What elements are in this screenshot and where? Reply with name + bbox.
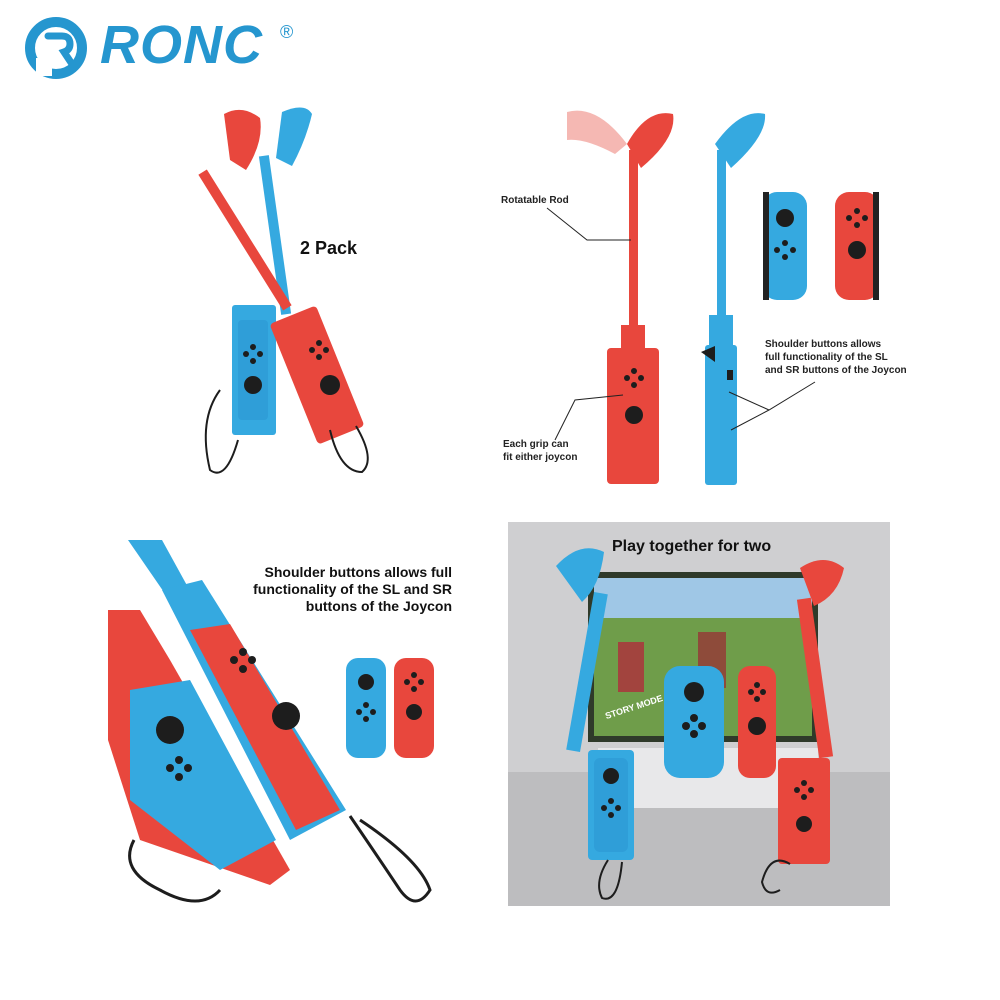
rotatable-club-diagram bbox=[546, 110, 879, 485]
two-pack-label: 2 Pack bbox=[300, 238, 358, 258]
heading-line: buttons of the Joycon bbox=[305, 598, 452, 614]
brand-name: RONC bbox=[100, 15, 263, 75]
brand-logo bbox=[18, 12, 318, 82]
panel-play-together: Play together for two STORY MODE bbox=[508, 522, 890, 906]
blue-grip bbox=[128, 540, 346, 840]
ronc-logo-icon bbox=[25, 17, 87, 79]
red-golf-club bbox=[607, 113, 674, 484]
shoulder-leader-line bbox=[728, 381, 816, 431]
red-golf-club bbox=[198, 109, 364, 444]
blue-joycon bbox=[763, 192, 807, 300]
grip-callout: Each grip can fit either joycon bbox=[503, 438, 577, 464]
blue-joycon bbox=[346, 658, 386, 758]
callout-line: Shoulder buttons allows bbox=[765, 339, 882, 350]
wrist-strap bbox=[598, 859, 623, 900]
wrist-strap bbox=[329, 425, 369, 474]
living-room-scene-image bbox=[508, 522, 890, 906]
blue-golf-club bbox=[556, 548, 634, 860]
grip-closeup-image bbox=[108, 540, 434, 903]
heading-line: functionality of the SL and SR bbox=[253, 581, 452, 597]
callout-line: fit either joycon bbox=[503, 452, 578, 463]
panel-features: Rotatable Rod Shoulder buttons allows fu… bbox=[495, 100, 915, 500]
red-grip bbox=[108, 610, 290, 885]
rod-leader-line bbox=[546, 207, 631, 241]
blue-joycon bbox=[664, 666, 724, 778]
callout-line: and SR buttons of the Joycon bbox=[765, 365, 907, 376]
wrist-strap bbox=[204, 389, 239, 474]
red-joycon bbox=[738, 666, 776, 778]
panel-two-pack: 2 Pack bbox=[180, 100, 430, 490]
shoulder-buttons-heading: Shoulder buttons allows full functionali… bbox=[253, 564, 452, 615]
registered-mark: ® bbox=[280, 22, 294, 42]
red-joycon bbox=[394, 658, 434, 758]
blue-golf-club bbox=[232, 107, 312, 435]
rotatable-rod-callout: Rotatable Rod bbox=[501, 195, 569, 206]
shoulder-buttons-callout: Shoulder buttons allows full functionali… bbox=[765, 338, 907, 377]
wrist-strap bbox=[348, 815, 432, 903]
two-golf-clubs-image bbox=[198, 107, 369, 474]
red-golf-club bbox=[778, 560, 844, 864]
callout-line: Each grip can bbox=[503, 439, 569, 450]
panel-shoulder-closeup: Shoulder buttons allows full functionali… bbox=[100, 540, 480, 920]
red-joycon bbox=[835, 192, 879, 300]
heading-line: Shoulder buttons allows full bbox=[264, 564, 452, 580]
blue-golf-club bbox=[701, 113, 766, 485]
callout-line: full functionality of the SL bbox=[765, 352, 888, 363]
grip-leader-line bbox=[554, 394, 624, 441]
play-together-heading: Play together for two bbox=[612, 538, 772, 555]
rotated-head-ghost bbox=[567, 110, 627, 154]
wrist-strap bbox=[128, 839, 222, 903]
wrist-strap bbox=[760, 859, 791, 894]
